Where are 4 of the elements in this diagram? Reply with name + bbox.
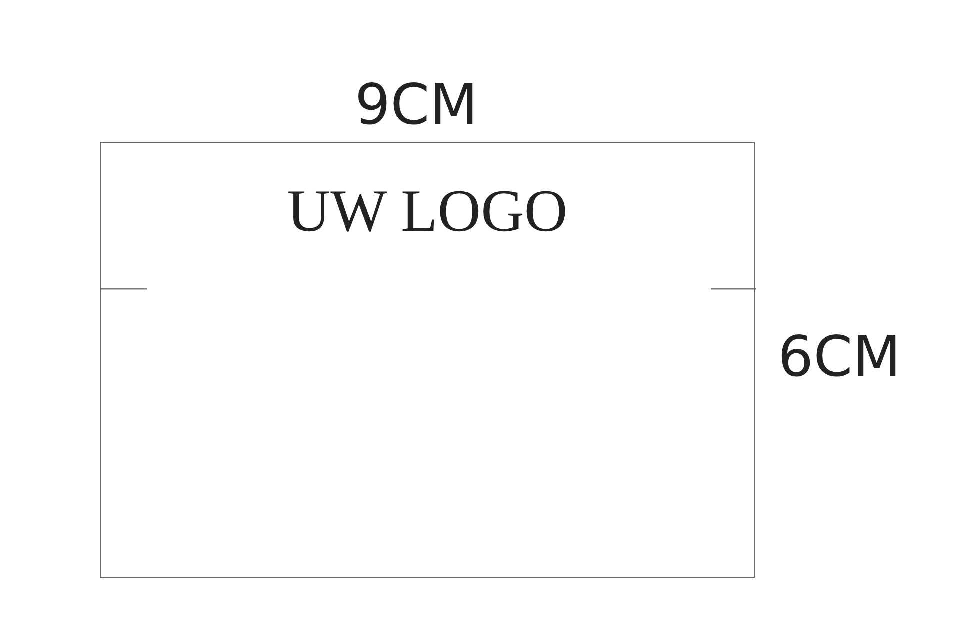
dimension-label: 6CM (778, 330, 902, 386)
card-outline (100, 142, 755, 578)
placeholder-text: UW LOGO (286, 181, 569, 241)
dimension-label: 9CM (355, 78, 478, 134)
